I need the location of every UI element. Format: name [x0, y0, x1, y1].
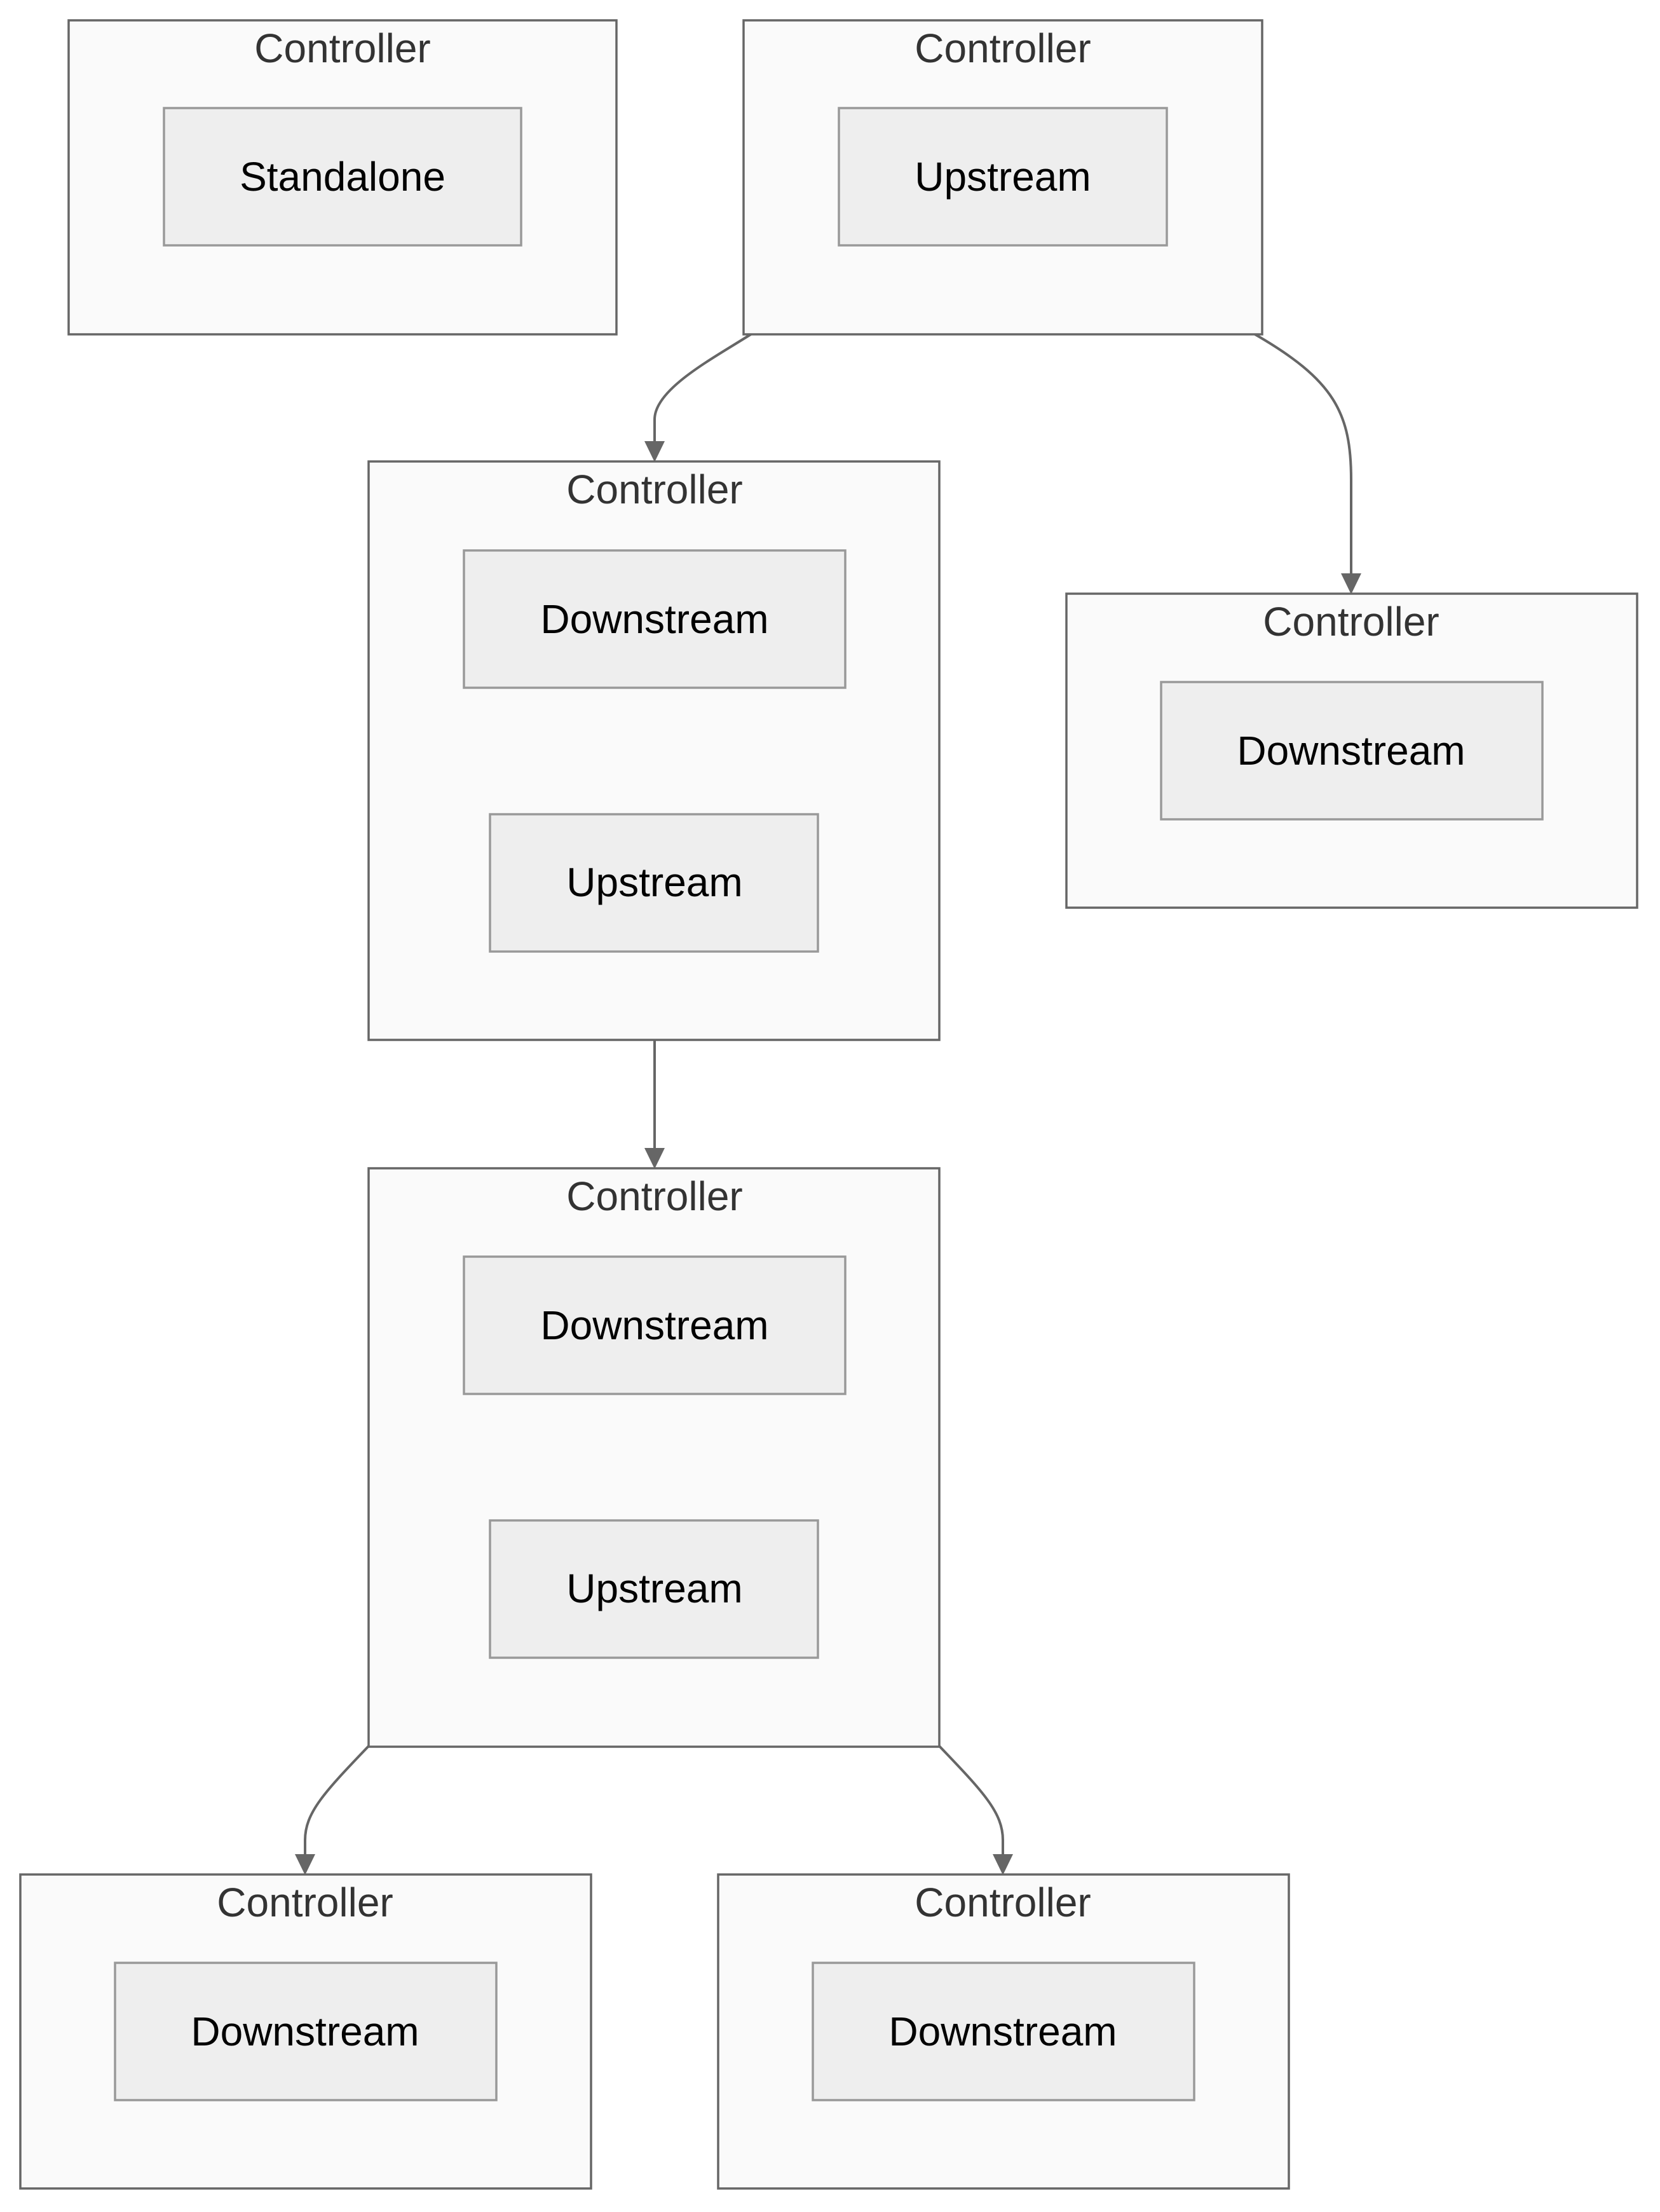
node-downstream: Downstream — [463, 549, 847, 689]
node-box — [163, 107, 522, 247]
node-box — [489, 1519, 819, 1659]
edge-c5-to-c6-arrowhead — [295, 1854, 315, 1875]
node-box — [463, 549, 847, 689]
node-downstream: Downstream — [1160, 681, 1544, 821]
cluster-title: Controller — [254, 25, 430, 71]
node-upstream: Upstream — [838, 107, 1168, 247]
edges — [295, 332, 1361, 1875]
node-label: Upstream — [915, 154, 1091, 200]
node-standalone: Standalone — [163, 107, 522, 247]
controller-cluster-downstream-right: Controller Downstream — [1065, 592, 1638, 909]
node-label: Downstream — [888, 2009, 1117, 2054]
controller-cluster-relay-2: Controller Downstream Upstream — [367, 1167, 941, 1748]
edge-c2-to-c4-arrowhead — [1341, 573, 1361, 594]
node-downstream: Downstream — [812, 1962, 1195, 2101]
node-downstream: Downstream — [114, 1962, 498, 2101]
cluster-title: Controller — [566, 467, 742, 512]
edge-c5-to-c7 — [938, 1745, 1004, 1857]
node-box — [463, 1255, 847, 1395]
node-box — [114, 1962, 498, 2101]
node-box — [812, 1962, 1195, 2101]
node-box — [489, 813, 819, 953]
node-box — [838, 107, 1168, 247]
node-label: Upstream — [566, 1566, 742, 1611]
node-label: Downstream — [191, 2009, 419, 2054]
cluster-title: Controller — [1263, 599, 1439, 645]
node-label: Downstream — [1237, 728, 1465, 774]
node-label: Downstream — [540, 1302, 768, 1348]
node-box — [1160, 681, 1544, 821]
edge-c2-to-c4 — [1253, 332, 1352, 575]
node-label: Upstream — [566, 859, 742, 905]
node-label: Standalone — [240, 154, 446, 200]
node-downstream: Downstream — [463, 1255, 847, 1395]
controller-cluster-relay-1: Controller Downstream Upstream — [367, 460, 941, 1041]
cluster-title: Controller — [915, 1880, 1091, 1925]
node-upstream: Upstream — [489, 1519, 819, 1659]
edge-c5-to-c6 — [304, 1745, 370, 1857]
node-upstream: Upstream — [489, 813, 819, 953]
edge-c3-to-c5-arrowhead — [644, 1148, 665, 1169]
edge-c5-to-c7-arrowhead — [993, 1854, 1013, 1875]
controller-cluster-downstream-bottom-right: Controller Downstream — [717, 1873, 1290, 2190]
cluster-title: Controller — [915, 25, 1091, 71]
cluster-title: Controller — [217, 1880, 393, 1925]
controller-cluster-upstream-root: Controller Upstream — [742, 19, 1263, 336]
cluster-title: Controller — [566, 1173, 742, 1219]
controller-cluster-standalone: Controller Standalone — [67, 19, 618, 336]
node-label: Downstream — [540, 596, 768, 642]
edge-c2-to-c3-arrowhead — [644, 441, 665, 462]
cluster-box — [367, 1167, 941, 1748]
cluster-box — [367, 460, 941, 1041]
controller-cluster-downstream-bottom-left: Controller Downstream — [19, 1873, 592, 2190]
edge-c2-to-c3 — [653, 332, 753, 445]
